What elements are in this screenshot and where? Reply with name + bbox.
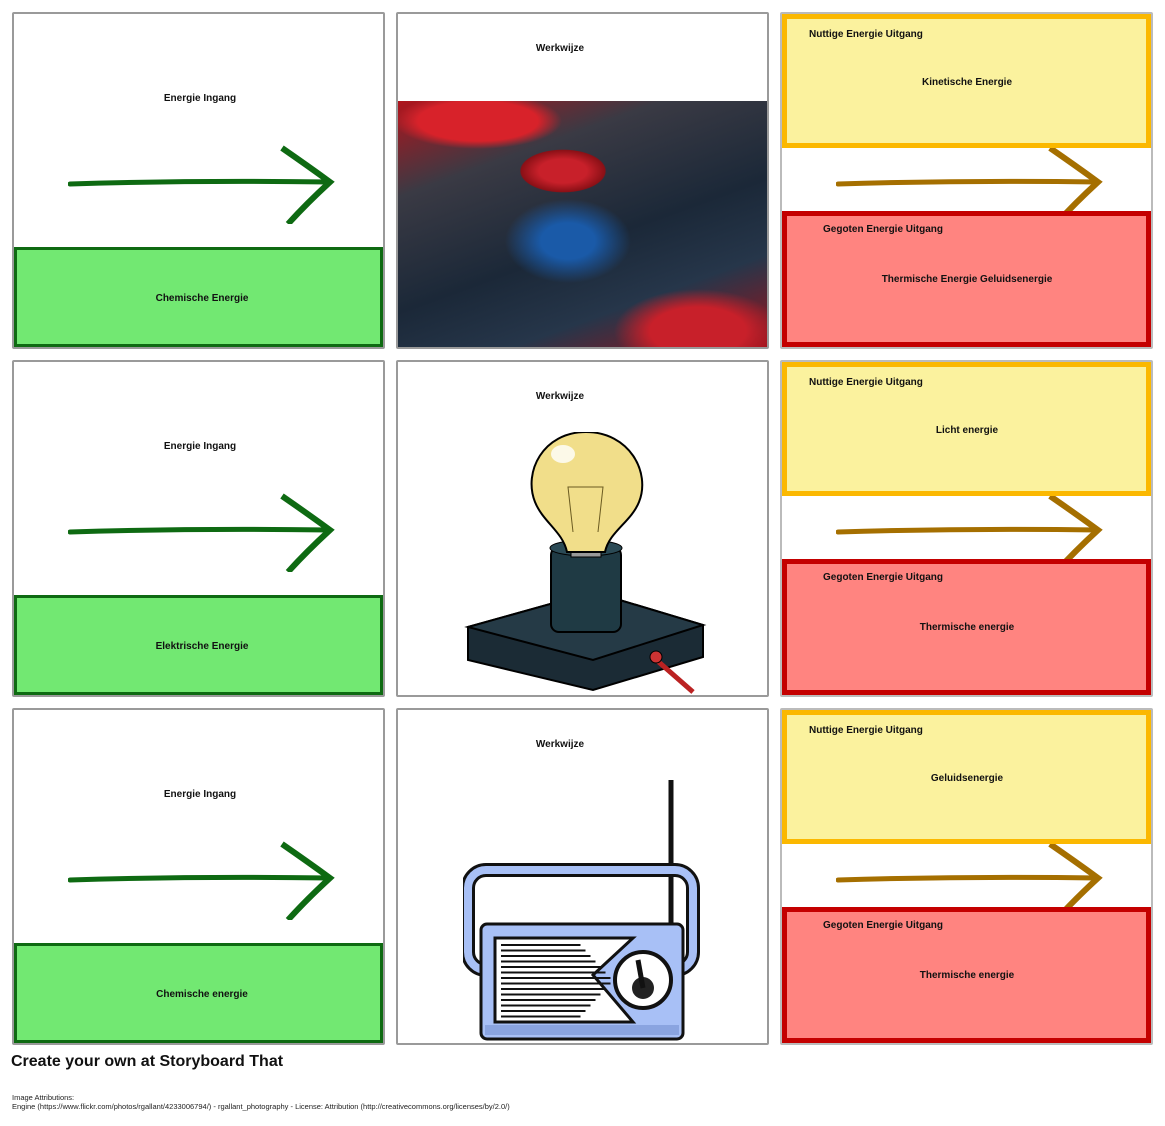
useful-output-box: Nuttige Energie Uitgang Licht energie xyxy=(782,362,1151,496)
storyboard-that-link[interactable]: Create your own at Storyboard That xyxy=(11,1053,284,1070)
input-energy-value: Elektrische Energie xyxy=(155,641,249,652)
useful-output-label: Nuttige Energie Uitgang xyxy=(809,725,923,736)
wasted-output-label: Gegoten Energie Uitgang xyxy=(823,224,944,235)
input-energy-box: Chemische energie xyxy=(14,943,383,1043)
wasted-output-box: Gegoten Energie Uitgang Thermische Energ… xyxy=(782,211,1151,347)
output-panel: Nuttige Energie Uitgang Geluidsenergie G… xyxy=(780,708,1153,1045)
input-panel: Energie Ingang Chemische Energie xyxy=(12,12,385,349)
input-energy-value: Chemische energie xyxy=(156,989,248,1000)
process-panel: Werkwijze xyxy=(396,360,769,697)
wasted-output-label: Gegoten Energie Uitgang xyxy=(823,920,944,931)
wasted-output-label: Gegoten Energie Uitgang xyxy=(823,572,944,583)
input-label: Energie Ingang xyxy=(163,93,237,104)
useful-output-label: Nuttige Energie Uitgang xyxy=(809,377,923,388)
output-panel: Nuttige Energie Uitgang Kinetische Energ… xyxy=(780,12,1153,349)
light-bulb-illustration xyxy=(464,432,707,694)
input-energy-box: Elektrische Energie xyxy=(14,595,383,695)
process-label: Werkwijze xyxy=(535,43,585,54)
engine-photo xyxy=(398,101,767,347)
attributions-heading: Image Attributions: xyxy=(12,1093,75,1102)
input-label: Energie Ingang xyxy=(163,789,237,800)
useful-output-box: Nuttige Energie Uitgang Geluidsenergie xyxy=(782,710,1151,844)
useful-output-value: Kinetische Energie xyxy=(921,77,1013,88)
input-energy-value: Chemische Energie xyxy=(155,293,249,304)
input-panel: Energie Ingang Chemische energie xyxy=(12,708,385,1045)
attribution-text: Engine (https://www.flickr.com/photos/rg… xyxy=(12,1102,510,1111)
input-label: Energie Ingang xyxy=(163,441,237,452)
wasted-output-value: Thermische Energie Geluidsenergie xyxy=(881,274,1053,285)
useful-output-value: Licht energie xyxy=(935,425,999,436)
arrow-icon xyxy=(68,841,335,920)
input-panel: Energie Ingang Elektrische Energie xyxy=(12,360,385,697)
wasted-output-value: Thermische energie xyxy=(919,970,1015,981)
wasted-output-box: Gegoten Energie Uitgang Thermische energ… xyxy=(782,559,1151,695)
useful-output-value: Geluidsenergie xyxy=(930,773,1004,784)
output-panel: Nuttige Energie Uitgang Licht energie Ge… xyxy=(780,360,1153,697)
process-label: Werkwijze xyxy=(535,739,585,750)
input-energy-box: Chemische Energie xyxy=(14,247,383,347)
useful-output-label: Nuttige Energie Uitgang xyxy=(809,29,923,40)
radio-illustration xyxy=(463,780,700,1041)
wasted-output-value: Thermische energie xyxy=(919,622,1015,633)
process-label: Werkwijze xyxy=(535,391,585,402)
useful-output-box: Nuttige Energie Uitgang Kinetische Energ… xyxy=(782,14,1151,148)
arrow-icon xyxy=(68,145,335,224)
wasted-output-box: Gegoten Energie Uitgang Thermische energ… xyxy=(782,907,1151,1043)
arrow-icon xyxy=(68,493,335,572)
process-panel: Werkwijze xyxy=(396,12,769,349)
process-panel: Werkwijze xyxy=(396,708,769,1045)
